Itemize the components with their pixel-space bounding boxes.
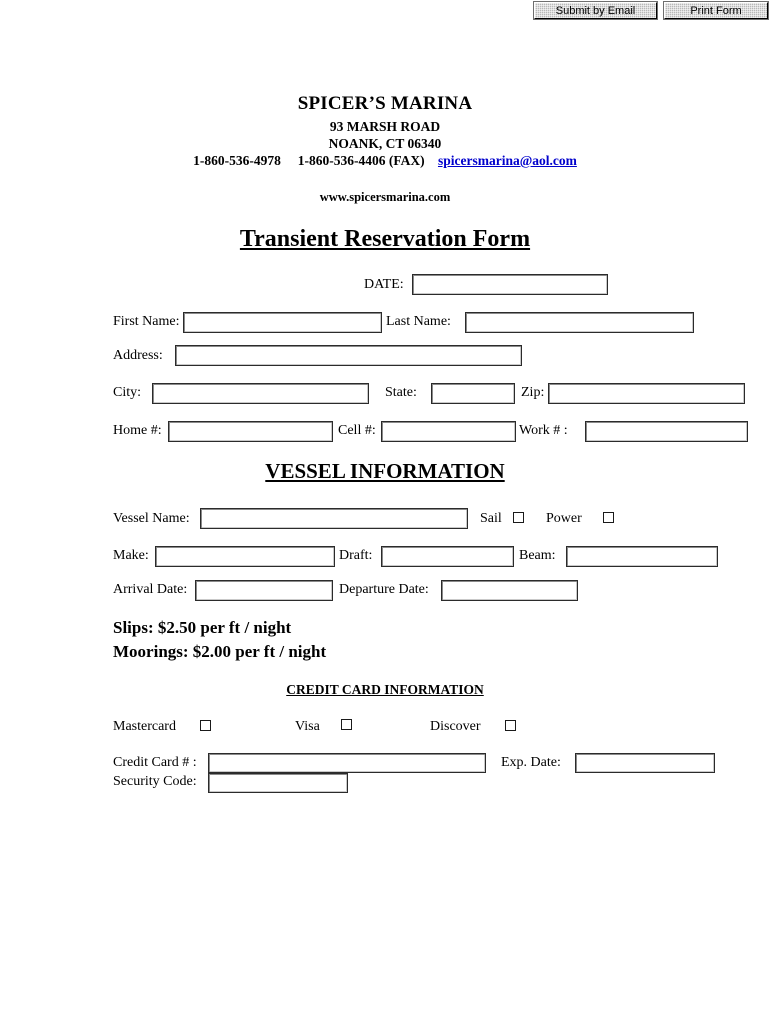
discover-checkbox[interactable]: [505, 720, 516, 731]
zip-input[interactable]: [548, 383, 745, 404]
pdf-form-toolbar: Submit by Email Print Form: [0, 2, 770, 22]
departure-date-input[interactable]: [441, 580, 578, 601]
beam-label: Beam:: [519, 548, 556, 563]
vessel-section-heading-text: VESSEL INFORMATION: [265, 459, 505, 483]
contact-line: 1-860-536-4978 1-860-536-4406 (FAX) spic…: [0, 153, 770, 169]
beam-input[interactable]: [566, 546, 718, 567]
security-code-label: Security Code:: [113, 774, 197, 789]
cell-phone-label: Cell #:: [338, 423, 376, 438]
print-form-button[interactable]: Print Form: [664, 2, 768, 19]
page-title-text: Transient Reservation Form: [239, 226, 531, 252]
page-title: Transient Reservation Form: [0, 226, 770, 253]
last-name-label: Last Name:: [386, 314, 451, 329]
date-input[interactable]: [412, 274, 608, 295]
arrival-date-input[interactable]: [195, 580, 333, 601]
first-name-label: First Name:: [113, 314, 180, 329]
discover-label: Discover: [430, 719, 481, 734]
address-input[interactable]: [175, 345, 522, 366]
address-label: Address:: [113, 348, 163, 363]
sail-label: Sail: [480, 511, 502, 526]
visa-checkbox[interactable]: [341, 719, 352, 730]
slip-rate-text: Slips: $2.50 per ft / night: [113, 618, 292, 637]
sail-checkbox[interactable]: [513, 512, 524, 523]
address-line-1: 93 MARSH ROAD: [329, 119, 441, 134]
credit-card-section-heading-text: CREDIT CARD INFORMATION: [286, 682, 484, 697]
make-input[interactable]: [155, 546, 335, 567]
work-phone-input[interactable]: [585, 421, 748, 442]
cell-phone-input[interactable]: [381, 421, 516, 442]
vessel-name-label: Vessel Name:: [113, 511, 190, 526]
expiration-date-label: Exp. Date:: [501, 755, 561, 770]
mastercard-checkbox[interactable]: [200, 720, 211, 731]
credit-card-section-heading: CREDIT CARD INFORMATION: [0, 682, 770, 698]
visa-label: Visa: [295, 719, 320, 734]
email-link[interactable]: spicersmarina@aol.com: [437, 153, 577, 168]
power-label: Power: [546, 511, 582, 526]
city-label: City:: [113, 385, 142, 400]
expiration-date-input[interactable]: [575, 753, 715, 773]
power-checkbox[interactable]: [603, 512, 614, 523]
submit-by-email-button[interactable]: Submit by Email: [534, 2, 657, 19]
zip-label: Zip:: [521, 385, 545, 400]
last-name-input[interactable]: [465, 312, 694, 333]
home-phone-label: Home #:: [113, 423, 162, 438]
departure-date-label: Departure Date:: [339, 582, 429, 597]
work-phone-label: Work # :: [519, 423, 568, 438]
vessel-section-heading: VESSEL INFORMATION: [0, 459, 770, 484]
phone-number: 1-860-536-4978: [193, 153, 281, 168]
arrival-date-label: Arrival Date:: [113, 582, 188, 597]
credit-card-number-input[interactable]: [208, 753, 486, 773]
first-name-input[interactable]: [183, 312, 382, 333]
mastercard-label: Mastercard: [113, 719, 176, 734]
home-phone-input[interactable]: [168, 421, 333, 442]
draft-input[interactable]: [381, 546, 514, 567]
date-label: DATE:: [364, 277, 404, 292]
address-line-2: NOANK, CT 06340: [328, 136, 442, 151]
state-input[interactable]: [431, 383, 515, 404]
security-code-input[interactable]: [208, 773, 348, 793]
city-input[interactable]: [152, 383, 369, 404]
state-label: State:: [385, 385, 417, 400]
mooring-rate-text: Moorings: $2.00 per ft / night: [113, 642, 327, 661]
fax-number: 1-860-536-4406 (FAX): [297, 153, 425, 168]
vessel-name-input[interactable]: [200, 508, 468, 529]
credit-card-number-label: Credit Card # :: [113, 755, 197, 770]
business-name: SPICER’S MARINA: [297, 93, 473, 114]
draft-label: Draft:: [339, 548, 373, 563]
make-label: Make:: [113, 548, 149, 563]
website-text: www.spicersmarina.com: [319, 190, 451, 204]
